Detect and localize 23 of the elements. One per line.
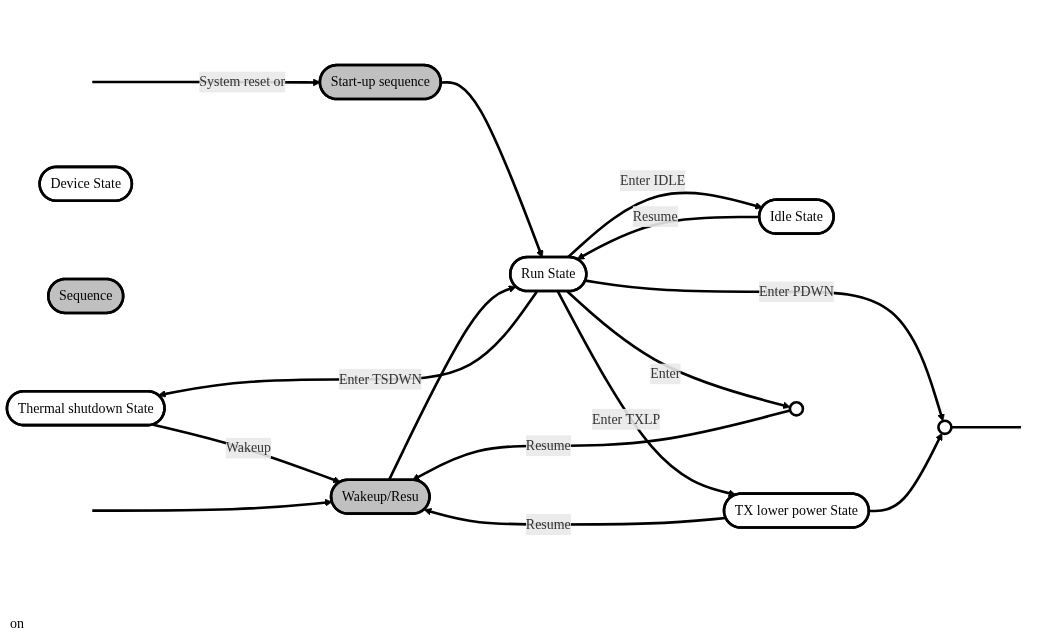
edge-label: Resume [632, 208, 678, 224]
edge-label: Enter TXLP [592, 411, 661, 427]
edge-label: Enter [650, 366, 681, 381]
arrow [566, 290, 791, 410]
edge-label: System reset or [199, 74, 286, 89]
arrow [869, 432, 943, 513]
connector [951, 426, 1021, 429]
note-text: on [10, 616, 24, 631]
arrow [412, 409, 791, 481]
arrow [441, 81, 544, 258]
node-circle [788, 401, 805, 417]
arrow [92, 498, 333, 512]
arrow [556, 290, 737, 497]
edge-label: Enter PDWN [759, 284, 834, 299]
edge-label: Enter TSDWN [338, 371, 422, 387]
edge-label: Wakeup [225, 440, 272, 456]
arrow [158, 290, 539, 398]
edge-label: Enter IDLE [620, 172, 686, 188]
node-circle [937, 419, 953, 436]
edge-label: Resume [525, 516, 571, 532]
arrow [585, 279, 945, 422]
arrow [152, 423, 341, 484]
edge-label: Resume [525, 437, 571, 453]
